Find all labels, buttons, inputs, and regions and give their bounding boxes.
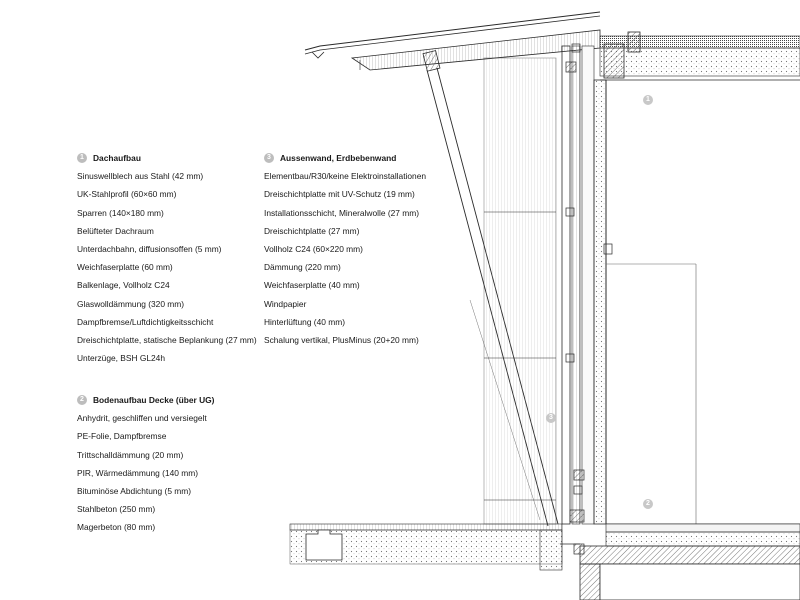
callout-number-badge: 1 (77, 153, 87, 164)
exterior-wall (561, 45, 607, 525)
exterior-ground (289, 523, 585, 571)
legend-item: Balkenlage, Vollholz C24 (77, 280, 170, 291)
shutter-panel (483, 57, 557, 525)
legend-item: Installationsschicht, Mineralwolle (27 m… (264, 207, 419, 218)
legend-item: Windpapier (264, 298, 307, 309)
callout-badge: 2 (643, 499, 653, 509)
legend-item: Magerbeton (80 mm) (77, 522, 156, 533)
legend-item: Weichfaserplatte (60 mm) (77, 262, 173, 273)
legend-item: Bituminöse Abdichtung (5 mm) (77, 486, 192, 497)
legend-item: Glaswolldämmung (320 mm) (77, 298, 185, 309)
legend-item: Stahlbeton (250 mm) (77, 504, 156, 515)
legend-heading: 3 Aussenwand, Erdbebenwand (264, 149, 426, 167)
legend-item: Dreischichtplatte (27 mm) (264, 225, 360, 236)
legend-item: Anhydrit, geschliffen und versiegelt (77, 413, 207, 424)
callout-number-badge: 2 (77, 395, 87, 406)
legend-item: PIR, Wärmedämmung (140 mm) (77, 467, 198, 478)
legend-item: Weichfaserplatte (40 mm) (264, 280, 360, 291)
callout-badge: 1 (643, 95, 653, 105)
legend-item: Trittschalldämmung (20 mm) (77, 449, 184, 460)
legend-item: Dämmung (220 mm) (264, 262, 341, 273)
legend-item: Sinuswellblech aus Stahl (42 mm) (77, 171, 204, 182)
fixing-marks (565, 43, 613, 495)
legend-item: Vollholz C24 (60×220 mm) (264, 244, 363, 255)
callout-number-badge: 3 (264, 153, 274, 164)
legend-item: Dreischichtplatte mit UV-Schutz (19 mm) (264, 189, 415, 200)
legend-aussenwand: 3 Aussenwand, Erdbebenwand Elementbau/R3… (264, 149, 426, 349)
callout-badge: 3 (546, 413, 556, 423)
legend-item: Belüfteter Dachraum (77, 225, 154, 236)
legend-item: UK-Stahlprofil (60×60 mm) (77, 189, 177, 200)
legend-item: Unterzüge, BSH GL24h (77, 353, 165, 364)
legend-bodenaufbau: 2 Bodenaufbau Decke (über UG) Anhydrit, … (77, 391, 214, 537)
interior-lines (606, 263, 800, 525)
floor-slab (560, 523, 800, 600)
roof-buildup (599, 31, 800, 81)
legend-heading: 1 Dachaufbau (77, 149, 257, 167)
legend-title: Dachaufbau (93, 153, 141, 163)
legend-item: Hinterlüftung (40 mm) (264, 316, 345, 327)
legend-item: Schalung vertikal, PlusMinus (20+20 mm) (264, 335, 419, 346)
roof-overhang (304, 11, 601, 71)
legend-heading: 2 Bodenaufbau Decke (über UG) (77, 391, 214, 409)
legend-title: Aussenwand, Erdbebenwand (280, 153, 397, 163)
legend-item: Unterdachbahn, diffusionsoffen (5 mm) (77, 244, 222, 255)
legend-item: Elementbau/R30/keine Elektroinstallation… (264, 171, 427, 182)
legend-item: PE-Folie, Dampfbremse (77, 431, 167, 442)
legend-item: Dreischichtplatte, statische Beplankung … (77, 335, 257, 346)
legend-dachaufbau: 1 Dachaufbau Sinuswellblech aus Stahl (4… (77, 149, 257, 367)
legend-title: Bodenaufbau Decke (über UG) (93, 395, 215, 405)
legend-item: Sparren (140×180 mm) (77, 207, 164, 218)
legend-item: Dampfbremse/Luftdichtigkeitsschicht (77, 316, 214, 327)
